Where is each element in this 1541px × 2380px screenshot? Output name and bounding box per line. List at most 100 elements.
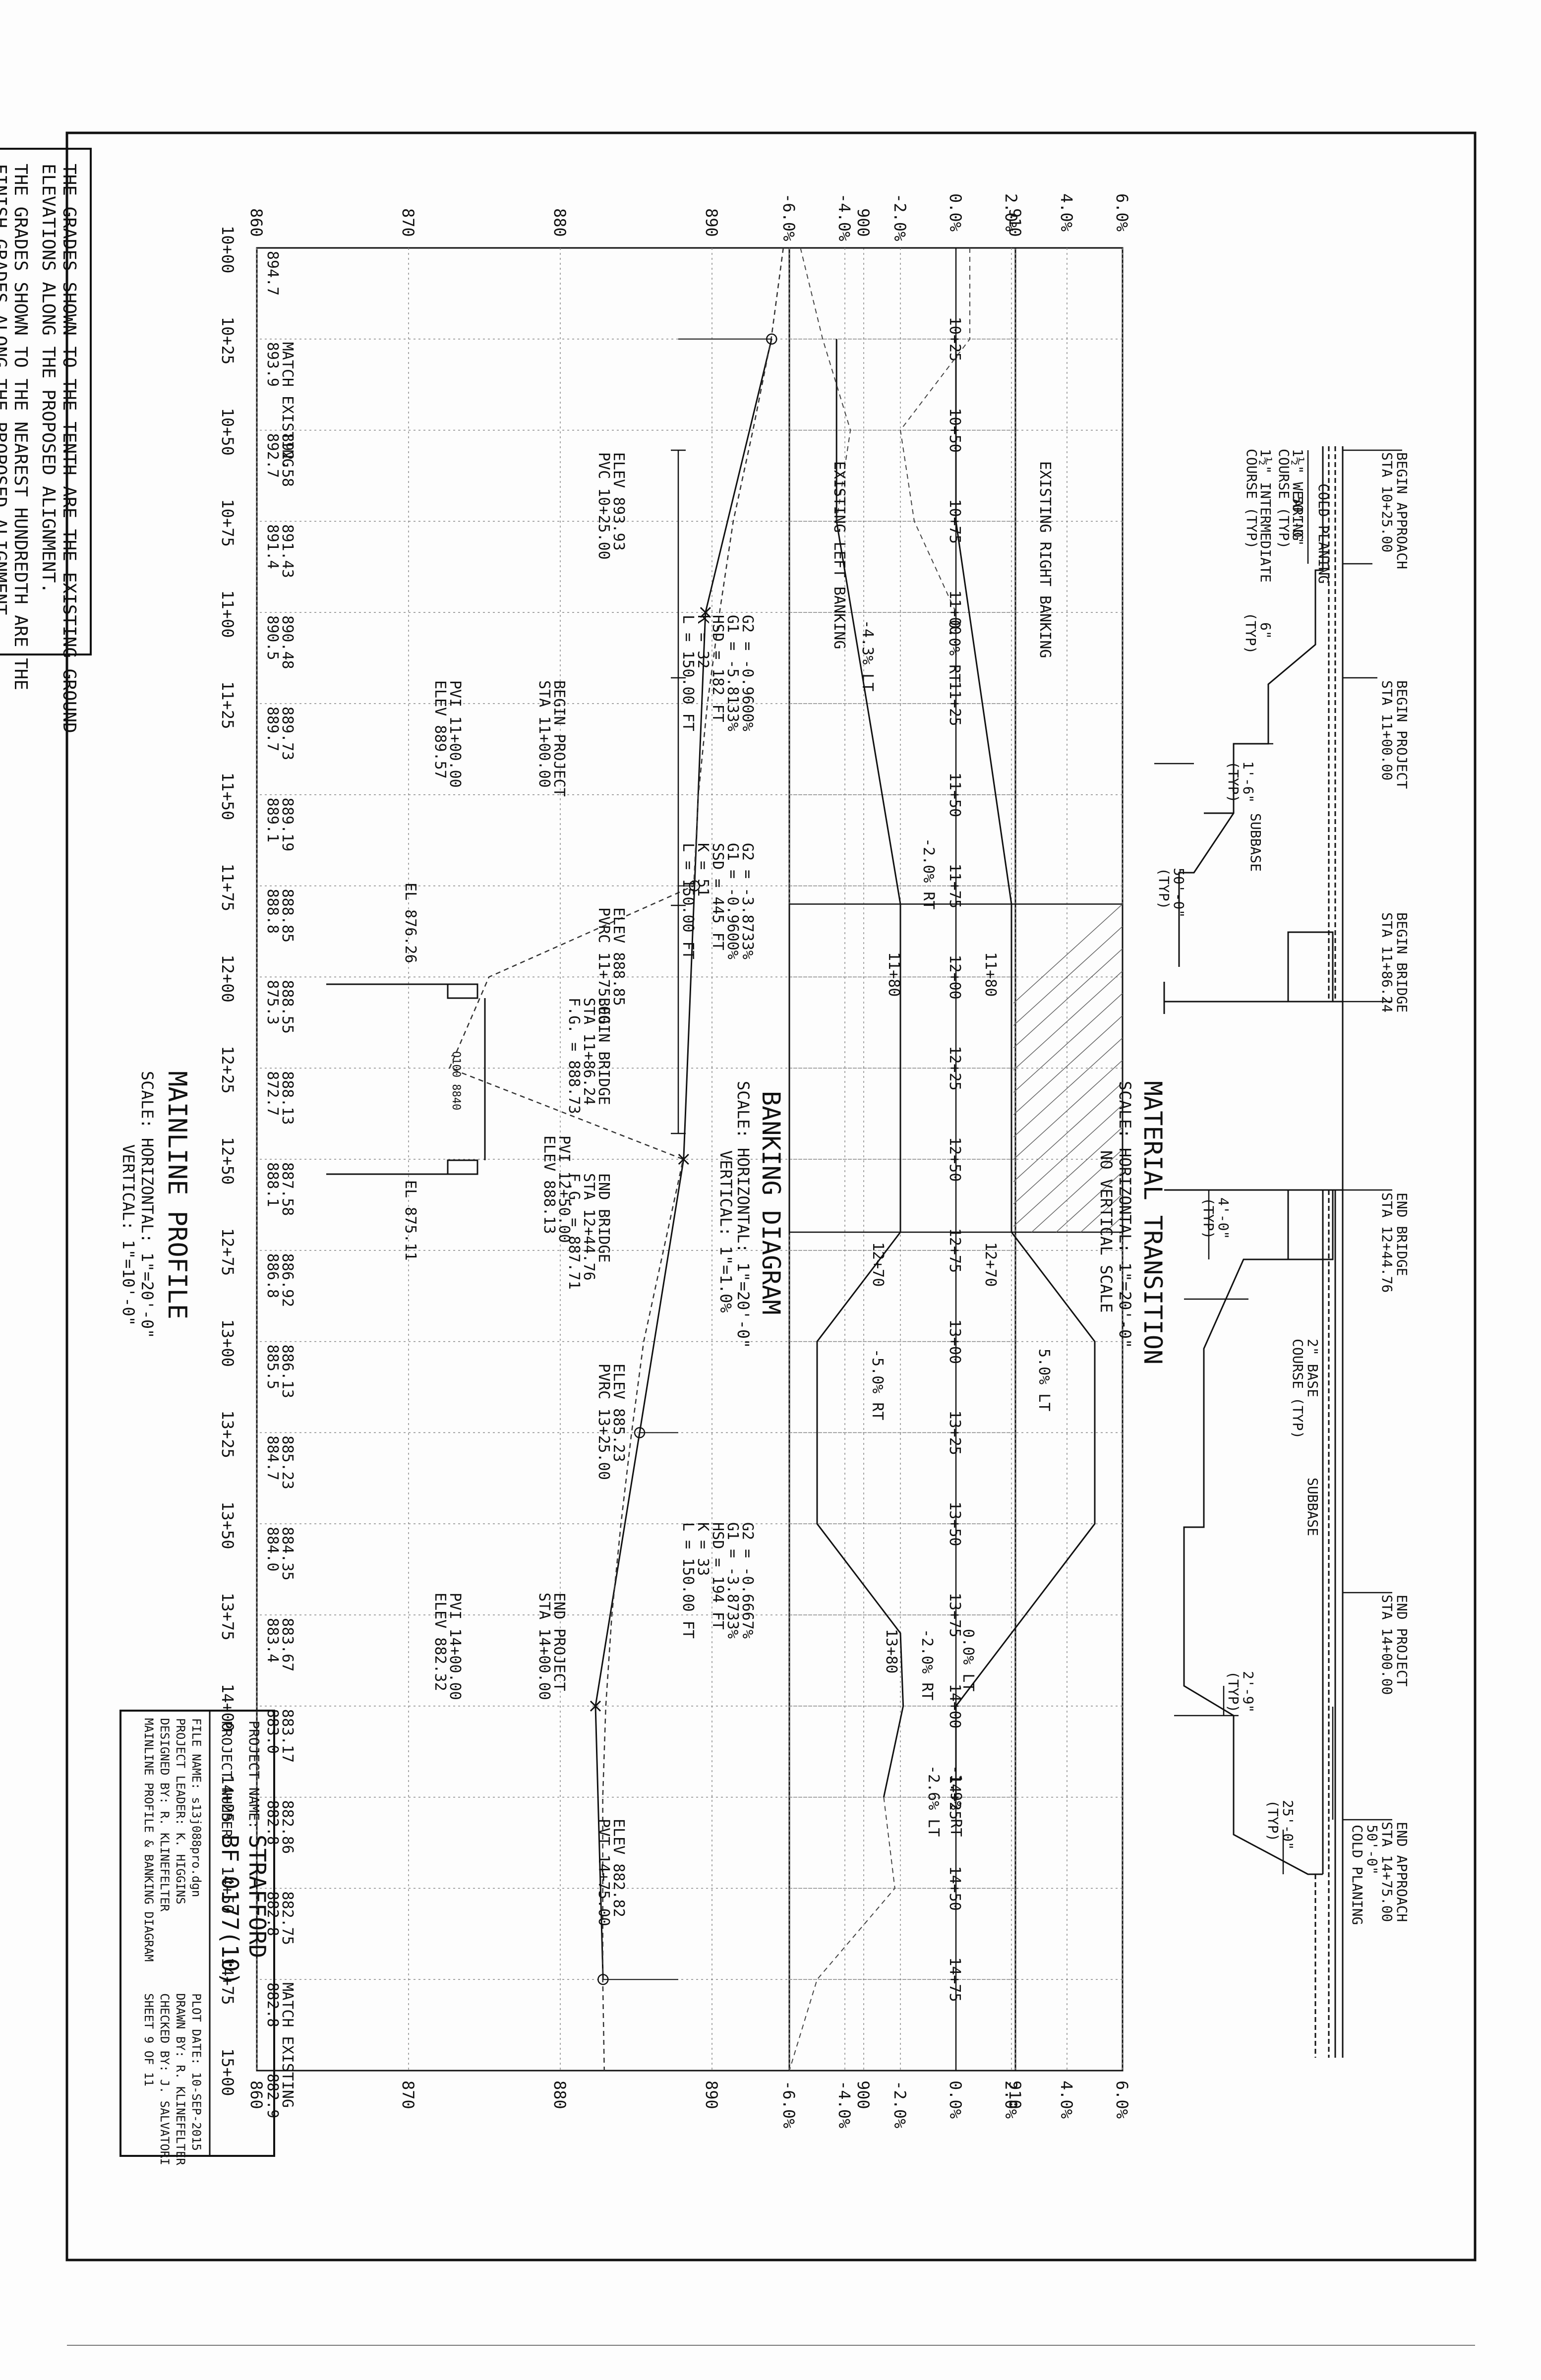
svg-text:STA 14+00.00: STA 14+00.00 [1379, 1595, 1395, 1695]
existing-elevation-value: 883.4 [264, 1618, 281, 1663]
svg-text:SSD = 445 FT: SSD = 445 FT [709, 843, 726, 951]
svg-text:COURSE (TYP): COURSE (TYP) [1244, 449, 1260, 549]
svg-text:6": 6" [1257, 622, 1274, 639]
existing-elevation-value: 884.0 [264, 1527, 281, 1571]
svg-text:(TYP): (TYP) [1200, 1197, 1217, 1239]
svg-text:STA 12+44.76: STA 12+44.76 [1379, 1192, 1395, 1293]
proposed-elevation-value: 883.17 [279, 1709, 296, 1763]
svg-text:STA 14+00.00: STA 14+00.00 [535, 1593, 553, 1700]
svg-text:F.G. = 887.71: F.G. = 887.71 [565, 1173, 583, 1290]
end-bridge-label: END BRIDGE STA 12+44.76 F.G. = 887.71 [565, 1173, 612, 1290]
svg-text:G1 = -0.9600%: G1 = -0.9600% [724, 843, 741, 959]
svg-text:PVC 10+25.00: PVC 10+25.00 [595, 452, 612, 560]
banking-labels: EXISTING RIGHT BANKING EXISTING LEFT BAN… [830, 461, 1054, 1837]
svg-text:HSD = 182 FT: HSD = 182 FT [709, 615, 726, 722]
material-labels: BEGIN APPROACH STA 10+25.00 1½" WEARING … [1156, 449, 1410, 1925]
svg-text:50'-0": 50'-0" [1290, 496, 1306, 546]
proposed-elevation-value: 884.35 [279, 1527, 296, 1580]
elevation-tick-right: 870 [399, 2081, 417, 2109]
svg-text:MAINLINE PROFILE: MAINLINE PROFILE [162, 1071, 192, 1319]
pvi-2-label: PVI 12+50.00 ELEV 888.13 [540, 1135, 573, 1243]
existing-elevation-value: 894.7 [264, 251, 281, 296]
ground-elevation-label-2: EL 875.11 [402, 1180, 419, 1261]
proposed-elevation-value: 882.75 [279, 1891, 296, 1945]
profile-station-label: 10+25 [218, 317, 237, 364]
proposed-elevation-value: 885.23 [279, 1435, 296, 1489]
svg-text:5.0% LT: 5.0% LT [1035, 1349, 1053, 1411]
svg-text:2'-9": 2'-9" [1240, 1671, 1256, 1713]
percent-tick-right: -2.0% [890, 2081, 909, 2128]
material-title: MATERIAL TRANSITION SCALE: HORIZONTAL: 1… [1097, 1081, 1167, 1365]
pvrc-2-label: PVRC 13+25.00 ELEV 885.23 [595, 1364, 627, 1480]
banking-title: BANKING DIAGRAM SCALE: HORIZONTAL: 1"=20… [716, 1081, 785, 1348]
proposed-elevation-value: 888.13 [279, 1071, 296, 1125]
elevation-tick-right: 890 [702, 2081, 721, 2109]
profile-station-labels: 10+0010+2510+5010+7511+0011+2511+5011+75… [218, 226, 237, 2096]
percent-tick-right: 2.0% [1002, 2081, 1020, 2119]
elevation-tick-right: 910 [1006, 2081, 1024, 2109]
banking-station-label: 11+50 [946, 773, 963, 817]
title-block: PROJECT NAME: STRAFFORD PROJECT NUMBER: … [119, 1710, 275, 2165]
proposed-elevation-value: 887.58 [279, 1162, 296, 1216]
svg-text:END BRIDGE: END BRIDGE [595, 1173, 612, 1263]
svg-text:1½" WEARING: 1½" WEARING [1290, 449, 1306, 540]
svg-text:PVRC 13+25.00: PVRC 13+25.00 [595, 1364, 612, 1480]
svg-text:PROJECT LEADER: K. HIGGINS: PROJECT LEADER: K. HIGGINS [174, 1718, 187, 1904]
banking-station-label: 12+25 [946, 1046, 963, 1090]
svg-text:-4.3% LT: -4.3% LT [859, 620, 876, 692]
proposed-elevation-value: 888.85 [279, 889, 296, 943]
mainline-title: MAINLINE PROFILE SCALE: HORIZONTAL: 1"=2… [119, 1071, 192, 1338]
profile-station-label: 13+00 [218, 1319, 237, 1367]
svg-text:PVI 11+00.00: PVI 11+00.00 [446, 680, 464, 788]
profile-station-label: 10+75 [218, 499, 237, 546]
proposed-elevation-value: 892.58 [279, 433, 296, 487]
percent-tick-left: -2.0% [890, 193, 909, 241]
svg-text:SCALE: HORIZONTAL: 1"=20'-0": SCALE: HORIZONTAL: 1"=20'-0" [1116, 1081, 1134, 1348]
svg-text:END BRIDGE: END BRIDGE [1394, 1192, 1410, 1276]
svg-text:EXISTING RIGHT BANKING: EXISTING RIGHT BANKING [1036, 461, 1054, 658]
banking-station-label: 11+75 [946, 864, 963, 908]
banking-percent-ticks: 6.0%6.0%4.0%4.0%2.0%2.0%0.0%0.0%-2.0%-2.… [779, 193, 1131, 2128]
profile-station-label: 10+50 [218, 408, 237, 456]
svg-text:BEGIN APPROACH: BEGIN APPROACH [1394, 452, 1410, 569]
bridge-structure [326, 983, 486, 1175]
elevation-tick-left: 860 [247, 208, 266, 237]
svg-text:12+70: 12+70 [869, 1242, 887, 1287]
svg-text:STA 11+86.24: STA 11+86.24 [580, 998, 597, 1105]
elevation-tick-left: 870 [399, 208, 417, 237]
proposed-elevation-value: MATCH EXISTING [279, 1982, 296, 2108]
svg-text:END APPROACH: END APPROACH [1394, 1822, 1410, 1922]
banking-station-label: 10+50 [946, 408, 963, 453]
svg-text:0.0% RT: 0.0% RT [946, 620, 963, 682]
elevation-tick-right: 880 [550, 2081, 569, 2109]
existing-elevation-value: 882.9 [264, 2074, 281, 2118]
hatch-line [1013, 1104, 1123, 1204]
svg-text:SHEET 9 OF 11: SHEET 9 OF 11 [142, 1993, 156, 2086]
hatch-line [1080, 1193, 1123, 1233]
svg-text:1½" INTERMEDIATE: 1½" INTERMEDIATE [1257, 449, 1274, 583]
percent-tick-left: -6.0% [779, 193, 798, 241]
profile-grid [256, 247, 1016, 2072]
svg-text:PVRC 11+75.00: PVRC 11+75.00 [595, 907, 612, 1024]
existing-elevation-value: 891.4 [264, 524, 281, 569]
existing-elevation-value: 886.8 [264, 1253, 281, 1298]
svg-text:50'-0": 50'-0" [1364, 1825, 1380, 1875]
svg-text:DESIGNED BY: R. KLINEFELTER: DESIGNED BY: R. KLINEFELTER [158, 1718, 172, 1912]
sheet-border [65, 131, 1477, 2261]
svg-text:4'-0": 4'-0" [1215, 1197, 1232, 1239]
right-banking-line [955, 339, 1096, 1797]
svg-text:COLD PLANING: COLD PLANING [1349, 1825, 1365, 1925]
note-line-3: THE GRADES SHOWN TO THE NEAREST HUNDREDT… [10, 164, 31, 690]
profile-station-label: 10+00 [218, 226, 237, 273]
profile-station-label: 14+50 [218, 1866, 237, 1913]
svg-text:50'-0": 50'-0" [1171, 868, 1187, 918]
hatch-line [1013, 1082, 1123, 1182]
pvi-marker [590, 1700, 601, 1712]
proposed-elevation-value: 883.67 [279, 1618, 296, 1671]
svg-text:PLOT DATE: 10-SEP-2015: PLOT DATE: 10-SEP-2015 [189, 1993, 203, 2151]
svg-text:K = 32: K = 32 [694, 615, 711, 668]
profile-station-label: 13+75 [218, 1593, 237, 1640]
svg-text:ELEV 888.85: ELEV 888.85 [610, 907, 627, 1006]
existing-left-banking-line [800, 247, 851, 522]
svg-text:STA 11+86.24: STA 11+86.24 [1379, 912, 1395, 1012]
